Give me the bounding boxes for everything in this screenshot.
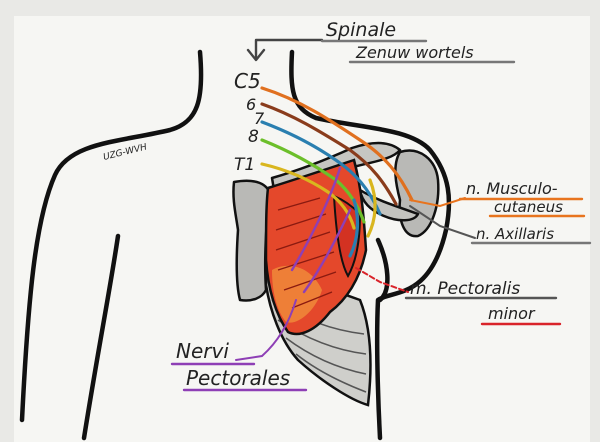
musculo-label-line1: n. Musculo- (466, 179, 558, 198)
humerus-head-bone (395, 151, 438, 237)
spinal-label-line1: Spinale (326, 19, 396, 41)
pectoralis-leader (356, 268, 408, 292)
sternum-bone (233, 181, 270, 301)
nervi-label-line2: Pectorales (186, 366, 290, 390)
nervi-label-line1: Nervi (176, 339, 229, 363)
pectoralis-label-line2: minor (488, 304, 536, 323)
spinal-label-line2: Zenuw wortels (355, 43, 474, 62)
musculo-label-line2: cutaneus (494, 198, 563, 216)
watermark: UZG-WVH (102, 142, 148, 163)
root-label-c7: 7 (254, 109, 265, 128)
axillaris-label: n. Axillaris (476, 225, 554, 243)
root-label-c5: C5 (234, 69, 261, 93)
armpit-line (378, 240, 387, 300)
spinal-roots-arrow (248, 40, 322, 60)
root-label-c8: 8 (248, 127, 259, 147)
left-arm-line (84, 236, 118, 438)
pectoralis-label-line1: m. Pectoralis (410, 279, 520, 299)
root-label-t1: T1 (234, 155, 255, 175)
